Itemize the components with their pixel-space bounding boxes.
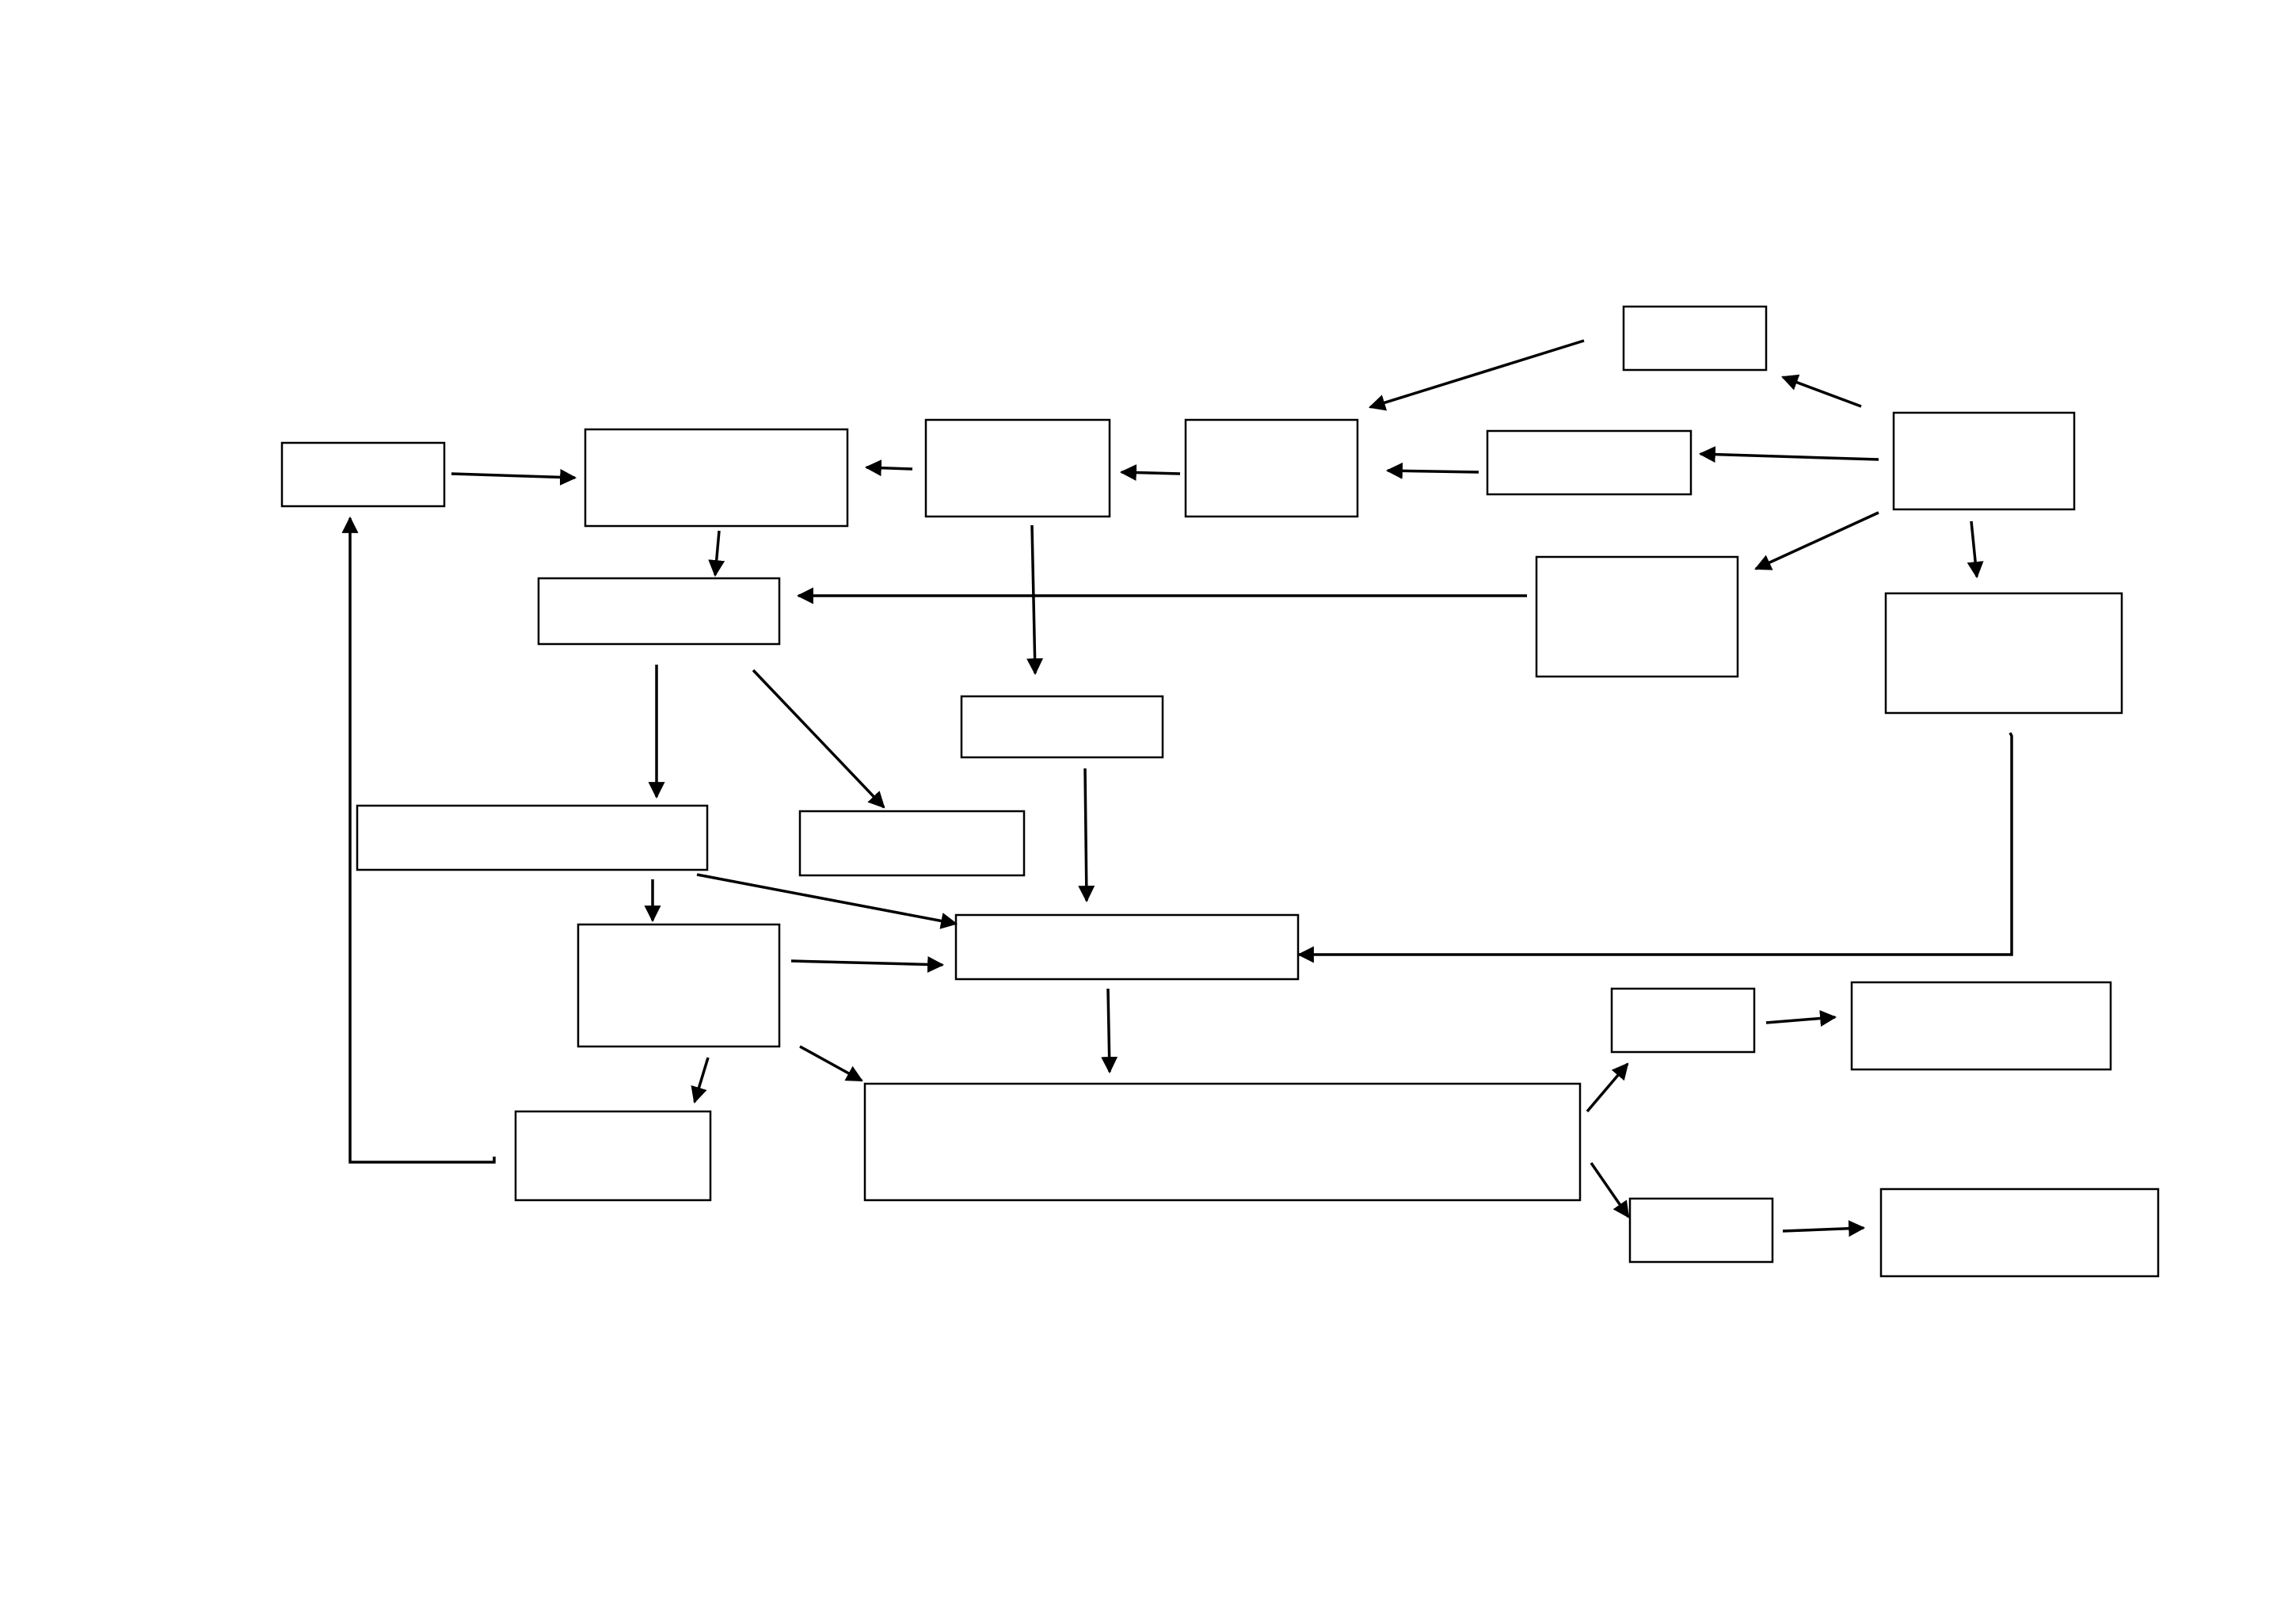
box-b13	[798, 810, 1026, 877]
box-b20	[1628, 1197, 1774, 1264]
diagram-edges	[341, 339, 2013, 1237]
box-b18	[1610, 987, 1756, 1054]
edge-arrow	[799, 1045, 863, 1082]
edge-arrow	[451, 468, 577, 486]
edge-arrow	[708, 530, 725, 578]
diagram-boxes	[280, 305, 2160, 1278]
box-b4	[924, 418, 1111, 518]
edge-arrow	[1296, 732, 2013, 963]
edge-arrow	[1967, 520, 1984, 579]
box-b15	[954, 913, 1300, 981]
edge-arrow	[1026, 524, 1044, 676]
box-b12	[356, 804, 709, 871]
edge-arrow	[1586, 1062, 1629, 1113]
box-b11	[960, 695, 1164, 759]
box-b14	[577, 923, 781, 1048]
edge-arrow	[1590, 1162, 1630, 1218]
box-b17	[863, 1082, 1582, 1202]
edge-arrow	[341, 516, 496, 1164]
box-b5	[1184, 418, 1359, 518]
edge-arrow	[691, 1057, 710, 1104]
edge-arrow	[790, 956, 945, 974]
edge-arrow	[1765, 1010, 1837, 1027]
edge-arrow	[696, 873, 958, 929]
edge-arrow	[1078, 768, 1095, 903]
edge-arrow	[1385, 462, 1479, 479]
box-b9	[1884, 592, 2123, 715]
edge-arrow	[1698, 446, 1879, 463]
edge-arrow	[1119, 464, 1181, 482]
box-b10	[537, 577, 781, 646]
box-b2	[280, 441, 446, 508]
edge-arrow	[1101, 988, 1118, 1074]
edge-arrow	[1782, 1220, 1866, 1237]
box-b19	[1850, 981, 2112, 1071]
edge-arrow	[752, 669, 885, 809]
edge-arrow	[864, 459, 913, 477]
box-b21	[1879, 1188, 2160, 1278]
box-b8	[1535, 555, 1739, 678]
edge-arrow	[1754, 511, 1879, 570]
box-b7	[1892, 411, 2076, 511]
box-b6	[1486, 429, 1692, 496]
box-b3	[584, 428, 849, 528]
box-b16	[514, 1110, 712, 1202]
edge-arrow	[1781, 374, 1862, 408]
edge-arrow	[1368, 339, 1585, 411]
box-b1	[1622, 305, 1768, 372]
